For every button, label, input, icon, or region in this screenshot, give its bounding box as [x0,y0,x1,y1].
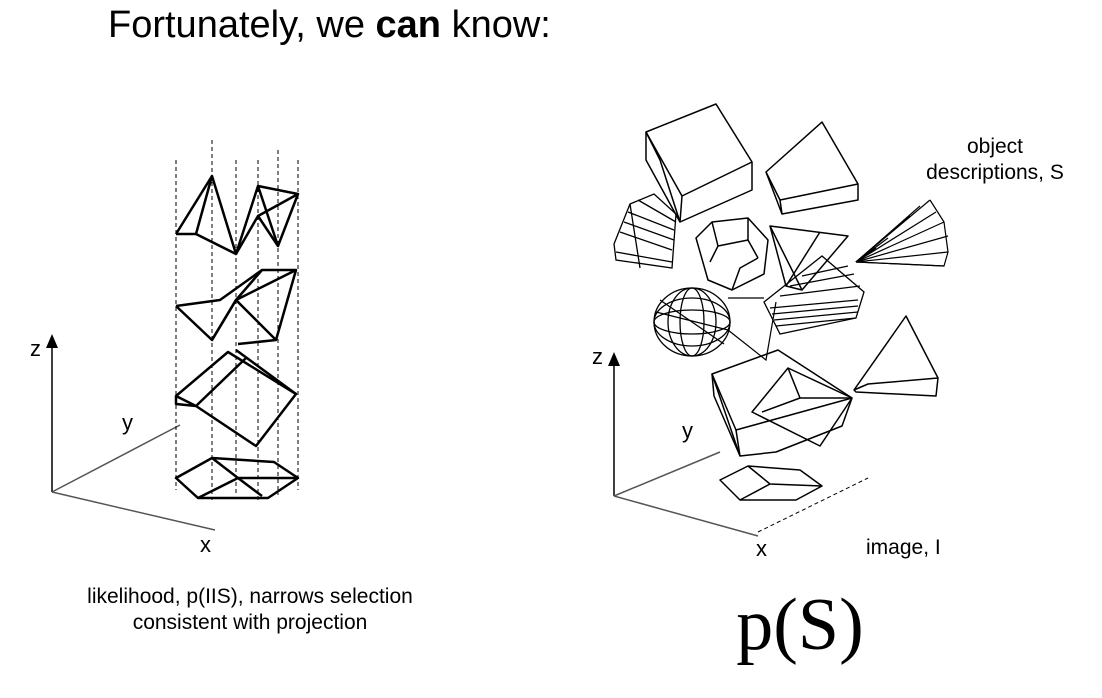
left-x-axis [51,491,216,531]
wireframe-shape [174,348,298,448]
connector-lines [727,297,777,362]
projected-image-shape [719,465,823,501]
left-caption-line2: consistent with projection [132,611,368,634]
image-label: image, I [866,536,941,559]
slab-object [711,349,853,457]
object-descriptions-label: object descriptions, S [920,134,1070,186]
sphere-object [653,287,731,357]
right-axes [608,352,759,537]
left-z-arrow-icon [46,334,58,348]
right-x-axis [613,495,759,537]
wedge-object [765,121,859,215]
prior-caption: p(S) [736,584,864,666]
slide-title: Fortunately, we can know: [108,4,551,47]
wireframe-shape [175,268,298,346]
object-label-line1: object [966,135,1024,158]
wireframe-shape [174,174,300,256]
right-z-arrow-icon [608,352,620,366]
ribbed-cone-object [763,255,865,335]
object-label-line2: descriptions, S [926,161,1064,184]
left-caption: likelihood, p(IIS), narrows selection co… [40,584,460,636]
left-axis-z-label: z [30,336,41,361]
left-caption-line1: likelihood, p(IIS), narrows selection [87,585,413,608]
left-y-axis [51,424,181,493]
overlay-object [751,367,853,447]
right-axis-x-label: x [756,536,767,561]
left-axis-x-label: x [200,532,211,557]
right-y-axis [613,451,721,497]
title-prefix: Fortunately, we [108,4,376,46]
polyhedron-object [695,217,769,291]
right-axis-z-label: z [592,344,603,369]
projection-lines [175,140,299,500]
ribbed-object [613,193,677,269]
pyramid-object [853,315,939,397]
wireframe-shape [174,456,300,500]
right-axis-y-label: y [682,418,693,443]
fan-object [855,199,949,267]
left-axes [46,334,216,531]
box-object [645,103,753,223]
title-emphasis: can [375,4,442,46]
title-suffix: know: [441,4,551,46]
left-axis-y-label: y [122,410,133,435]
tetrahedron-object [769,225,849,291]
